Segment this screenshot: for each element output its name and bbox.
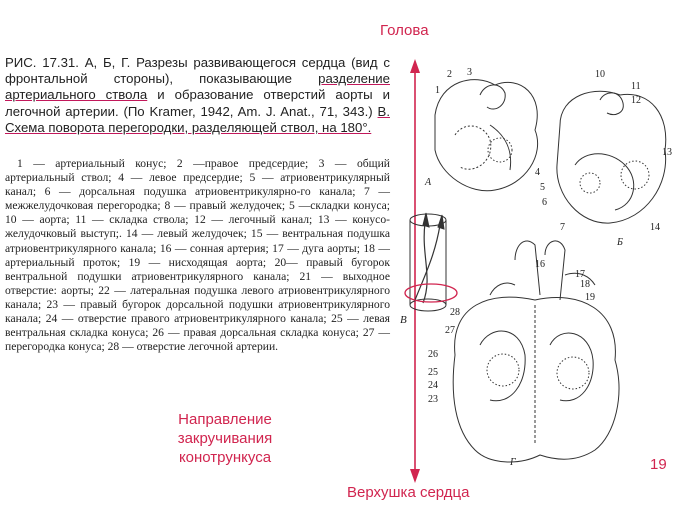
panel-b-labels: 10 11 12 13 14 7 Б <box>560 69 672 248</box>
caption-underlined: В. Схема поворота перегородки, разделяющ… <box>5 103 390 135</box>
panel-g-labels: 16 17 18 19 28 27 26 25 24 23 Г <box>428 259 595 468</box>
head-apex-arrow <box>410 59 420 483</box>
label-number: 28 <box>450 307 460 318</box>
label-number: 12 <box>631 95 641 106</box>
label-number: 13 <box>662 147 672 158</box>
panel-label: В <box>400 314 407 326</box>
caption-text: и образование отверстий аорты и легочной… <box>5 87 391 119</box>
label-number: 11 <box>631 81 641 92</box>
label-number: 26 <box>428 349 438 360</box>
label-line: Направление <box>178 411 272 428</box>
label-number: 2 <box>447 69 452 80</box>
panel-label: Б <box>616 237 623 248</box>
label-number: 16 <box>535 259 545 270</box>
label-number: 14 <box>650 222 660 233</box>
caption-text: РИС. 17.31. А, Б, Г. Разрезы развивающег… <box>5 55 390 87</box>
slide-number: 19 <box>650 456 667 473</box>
label-number: 24 <box>428 380 438 391</box>
panel-v-drawing <box>404 212 458 312</box>
label-number: 7 <box>560 222 565 233</box>
label-number: 18 <box>580 279 590 290</box>
caption-underlined: разделение артериального ствола <box>5 71 390 103</box>
label-number: 1 <box>435 85 440 96</box>
label-line: закручивания <box>177 430 273 447</box>
label-twist-direction: Направление закручивания конотрункуса <box>150 410 300 467</box>
label-number: 23 <box>428 394 438 405</box>
label-line: конотрункуса <box>178 449 272 466</box>
label-number: 27 <box>445 325 455 336</box>
figure-legend: 1 — артериальный конус; 2 —правое предсе… <box>5 157 390 354</box>
label-number: 25 <box>428 367 438 378</box>
label-number: 17 <box>575 269 585 280</box>
legend-text: 1 — артериальный конус; 2 —правое предсе… <box>5 157 390 354</box>
label-heart-apex: Верхушка сердца <box>347 484 470 501</box>
label-head: Голова <box>380 22 429 39</box>
panel-a-drawing <box>434 79 539 192</box>
figure-caption: РИС. 17.31. А, Б, Г. Разрезы развивающег… <box>5 55 390 136</box>
label-number: 6 <box>542 197 547 208</box>
label-number: 4 <box>535 167 540 178</box>
panel-label: Г <box>509 457 516 468</box>
panel-g-drawing <box>452 240 620 463</box>
panel-label: А <box>424 177 432 188</box>
label-number: 10 <box>595 69 605 80</box>
panel-b-drawing <box>556 90 667 224</box>
heart-sections-figure: 2 3 1 4 5 6 А 10 11 12 13 14 7 Б В <box>400 59 672 483</box>
label-number: 5 <box>540 182 545 193</box>
label-number: 3 <box>467 67 472 78</box>
panel-a-labels: 2 3 1 4 5 6 А <box>424 67 547 208</box>
label-number: 19 <box>585 292 595 303</box>
